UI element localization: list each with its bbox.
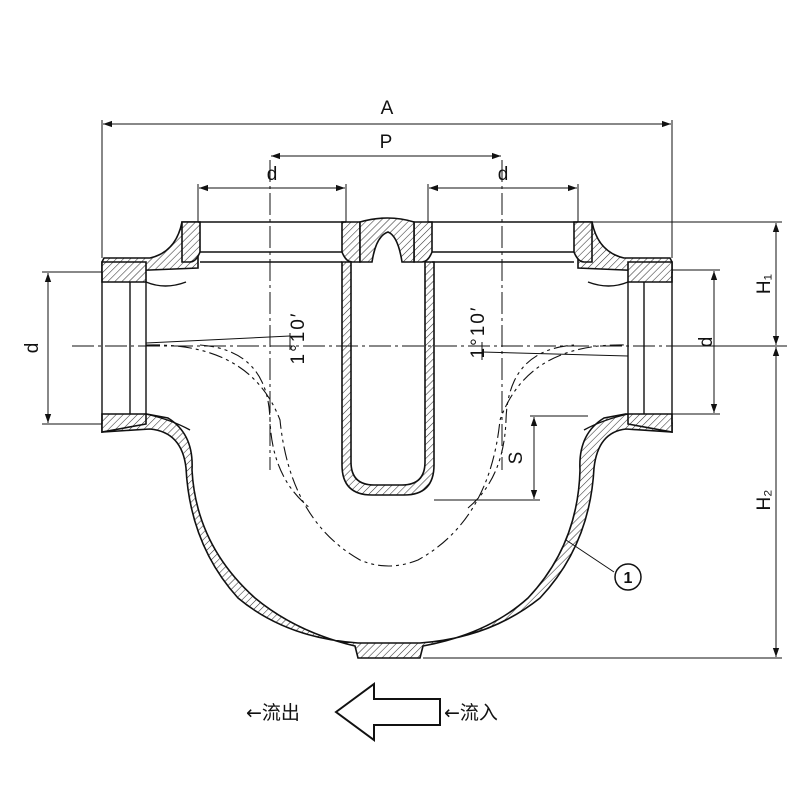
balloon-number: 1 xyxy=(624,570,633,587)
dim-label-A: A xyxy=(381,98,394,119)
left-side-bore xyxy=(101,272,147,424)
center-top-web xyxy=(359,217,415,263)
right-side-socket-top xyxy=(627,261,673,283)
dimension-S: S xyxy=(434,415,588,501)
right-slope-line xyxy=(481,351,629,357)
top-left-socket-ring-right xyxy=(341,221,361,263)
dimension-H1: H₁ xyxy=(592,221,782,345)
dim-label-H1: H₁ xyxy=(754,274,775,294)
dimension-d-side-left: d xyxy=(22,271,102,425)
center-partition xyxy=(341,261,435,496)
body-left-neck xyxy=(145,281,191,431)
top-right-bore xyxy=(428,221,578,263)
flow-arrow-icon xyxy=(334,682,441,742)
bowl-outer-wall xyxy=(101,413,673,659)
flow-path-outer xyxy=(145,344,629,567)
balloon-leader xyxy=(565,539,615,573)
dim-label-d-top-right: d xyxy=(498,164,509,185)
angle-label-right: 1°10′ xyxy=(468,306,489,359)
right-side-socket-bottom xyxy=(627,413,673,433)
dimension-d-top-left: d xyxy=(197,164,347,222)
dim-label-H2: H₂ xyxy=(754,489,775,510)
top-right-socket-ring-right xyxy=(573,221,593,263)
outflow-label: ←流出 xyxy=(246,702,300,724)
dim-label-d-top-left: d xyxy=(267,164,278,185)
dim-label-d-side-right: d xyxy=(696,337,717,348)
left-slope-line xyxy=(145,335,291,344)
top-left-socket-ring-left xyxy=(181,221,201,263)
body-right-neck xyxy=(583,281,629,431)
flow-direction: ←流出 ←流入 xyxy=(246,682,498,742)
center-lines xyxy=(72,160,790,470)
inflow-label: ←流入 xyxy=(444,702,498,724)
dimension-A: A xyxy=(101,98,673,258)
top-right-socket-ring-left xyxy=(413,221,433,263)
dim-label-S: S xyxy=(506,452,527,465)
dim-label-P: P xyxy=(380,132,393,153)
right-side-bore xyxy=(627,272,673,424)
left-side-socket-top xyxy=(101,261,147,283)
right-upper-boss xyxy=(577,221,673,273)
top-left-bore xyxy=(198,221,346,263)
dimension-H2: H₂ xyxy=(423,345,782,659)
dimension-d-side-right: d xyxy=(672,269,720,415)
flow-path-inner xyxy=(199,344,575,509)
left-side-socket-bottom xyxy=(101,413,147,433)
part-balloon: 1 xyxy=(565,539,642,591)
angle-label-left: 1°10′ xyxy=(288,312,309,365)
left-upper-boss xyxy=(101,221,199,273)
dimension-P: P xyxy=(271,132,501,160)
dim-label-d-side-left: d xyxy=(22,343,43,354)
trap-body xyxy=(101,217,673,659)
dimension-d-top-right: d xyxy=(427,164,579,222)
